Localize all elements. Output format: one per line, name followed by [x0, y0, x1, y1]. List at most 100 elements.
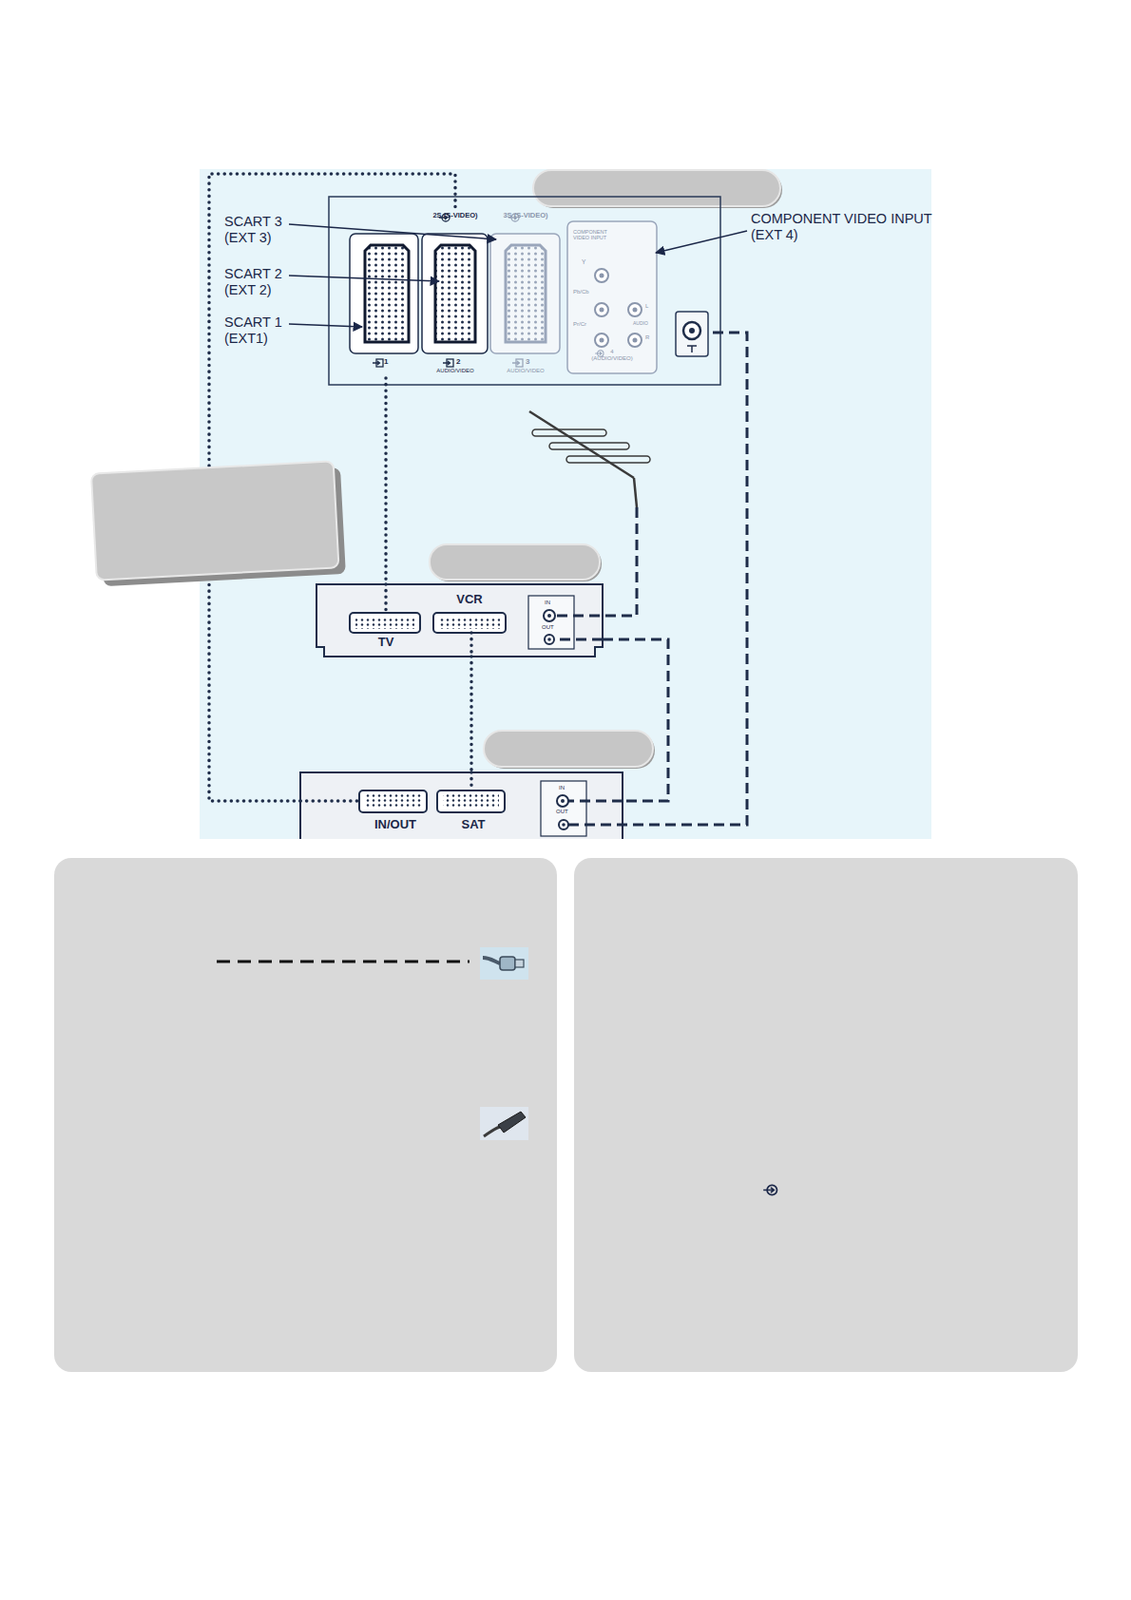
vcr-body [439, 616, 500, 630]
socket-label: R [645, 334, 650, 342]
component-input-section [628, 333, 642, 347]
vcr-body [528, 595, 575, 650]
text-panel [54, 858, 557, 1373]
scart-socket-greyed [512, 359, 523, 367]
leader-line [655, 230, 748, 253]
scart-socket [435, 245, 476, 343]
scart-socket [442, 359, 454, 367]
socket-label: 1 [383, 357, 388, 366]
socket-label: L [645, 303, 649, 310]
scart-socket [349, 233, 419, 367]
socket-label: AUDIO/VIDEO [492, 367, 559, 375]
decoder-body [540, 781, 587, 837]
component-input-section [594, 268, 609, 283]
vcr-body [316, 584, 603, 657]
scart-plug-icon [479, 1107, 529, 1141]
socket-label: OUT [555, 808, 569, 816]
component-input-section [599, 307, 605, 313]
coax-legend-line [216, 960, 470, 964]
scart-socket [364, 245, 409, 343]
socket-label: IN/OUT [359, 818, 432, 833]
scart-cable [469, 656, 474, 773]
decoder-body [560, 799, 565, 804]
decoder-body [442, 794, 499, 809]
socket-label: 3 [525, 357, 530, 366]
decoder-body [364, 794, 422, 809]
component-input: COMPONENT VIDEO INPUTYPb/CbPr/CrLAUDIOR4… [567, 221, 657, 374]
scart-cable-stub [383, 584, 388, 614]
coax-cable [602, 639, 669, 802]
coax-cable [568, 332, 748, 825]
coax-plug-icon [499, 957, 516, 971]
decoder-body [359, 790, 427, 813]
scart-cable-stub [300, 584, 472, 802]
socket-label: AUDIO [632, 321, 649, 327]
aerial [633, 478, 637, 508]
leader-line [288, 224, 748, 327]
socket-label: 2 [456, 357, 461, 366]
scart-socket: 3S (S-VIDEO)3AUDIO/VIDEO [486, 209, 565, 379]
note-box [91, 460, 340, 580]
coax-plug-icon [479, 947, 529, 980]
coax-cable [555, 638, 603, 642]
text-panel [574, 858, 1078, 1373]
scart-socket-greyed [505, 245, 546, 343]
socket-label: 2S (S-VIDEO) [431, 211, 480, 221]
scart-socket: 1 [344, 209, 424, 379]
scart-cable-stub [469, 632, 474, 657]
aerial [529, 411, 634, 479]
component-input-section [599, 338, 605, 344]
title-pill [533, 170, 781, 207]
aerial [529, 411, 651, 508]
input-symbol [763, 1185, 777, 1195]
vcr-body [544, 634, 555, 645]
tv-rear-panel [328, 196, 721, 385]
socket-label: 4 (AUDIO/VIDEO) [590, 348, 634, 363]
socket-label: OUT [541, 624, 555, 632]
component-input-section [594, 333, 609, 347]
antenna-socket [687, 345, 697, 353]
leader-line [288, 324, 363, 327]
coax-cable [555, 332, 748, 825]
socket-label: TV [349, 635, 422, 651]
vcr-box: VCRTVINOUT [316, 584, 603, 657]
coax-cable [555, 507, 637, 616]
coax-plug-icon [479, 947, 529, 980]
socket-label: COMPONENT VIDEO INPUT [573, 229, 621, 242]
vcr-body [547, 637, 552, 642]
socket-label: SAT [437, 818, 510, 833]
antenna-socket [689, 327, 695, 334]
decoder-body [437, 790, 505, 813]
vcr-body [543, 610, 556, 622]
component-input-section [628, 303, 642, 317]
scart-socket [349, 233, 419, 354]
component-input-section [599, 273, 605, 279]
callout-label: SCART 2 (EXT 2) [224, 266, 289, 300]
socket-label: VCR [433, 593, 506, 608]
vcr-body [349, 613, 421, 633]
scart-plug-icon [483, 1127, 500, 1137]
device-pill [429, 544, 600, 580]
antenna-socket [683, 322, 701, 340]
coax-plug-icon [515, 959, 524, 968]
antenna-socket [675, 311, 709, 357]
socket-label: AUDIO/VIDEO [421, 367, 489, 375]
scart-cable-stub [469, 772, 474, 791]
vcr-body [316, 584, 603, 657]
socket-label: Pb/Cb [573, 288, 590, 296]
vcr-body [547, 613, 552, 618]
decoder-body [556, 795, 569, 807]
decoder-body [561, 823, 566, 827]
scart-socket-greyed [490, 213, 560, 367]
component-input-section [632, 338, 638, 344]
antenna-socket [675, 311, 709, 357]
scart-socket: 2S (S-VIDEO) 2AUDIO/VIDEO [418, 209, 493, 379]
callout-label: SCART 3 (EXT 3) [224, 213, 289, 248]
scart-socket-greyed [490, 233, 560, 354]
aerial [532, 429, 607, 437]
note-box [91, 460, 346, 588]
decoder-body [558, 820, 569, 830]
decoder-box: IN/OUTSATINOUT [300, 772, 623, 840]
